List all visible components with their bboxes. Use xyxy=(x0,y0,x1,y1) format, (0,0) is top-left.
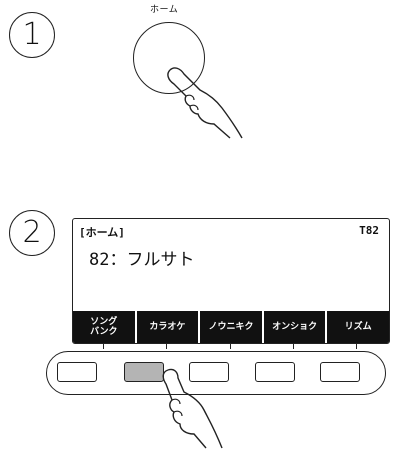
panel-button-1[interactable] xyxy=(57,362,97,382)
lcd-display: [ホーム] T82 82：フルサト ソング バンク カラオケ ノウニキク オンシ… xyxy=(72,218,390,344)
step-1-number: 1 xyxy=(9,12,55,58)
display-tone-number: T82 xyxy=(359,224,379,237)
pointing-hand-icon xyxy=(167,67,243,139)
tick-1 xyxy=(103,343,104,349)
tick-5 xyxy=(356,343,357,349)
display-title: [ホーム] xyxy=(79,226,125,239)
softkey-label-2: カラオケ xyxy=(136,311,199,343)
pointing-hand-icon xyxy=(162,368,223,449)
softkey-ticks xyxy=(72,343,388,351)
softkey-bar: ソング バンク カラオケ ノウニキク オンショク リズム xyxy=(73,311,389,343)
tick-2 xyxy=(166,343,167,349)
softkey-label-4: オンショク xyxy=(263,311,326,343)
home-button[interactable] xyxy=(133,22,205,94)
tick-3 xyxy=(230,343,231,349)
softkey-label-5: リズム xyxy=(327,311,389,343)
panel-button-4[interactable] xyxy=(255,362,295,382)
softkey-label-3: ノウニキク xyxy=(200,311,262,343)
home-button-label: ホーム xyxy=(150,5,179,15)
panel-button-2[interactable] xyxy=(124,362,164,382)
step-2-number: 2 xyxy=(9,210,55,256)
softkey-label-1: ソング バンク xyxy=(73,311,135,343)
tick-4 xyxy=(293,343,294,349)
display-main-text: 82：フルサト xyxy=(89,250,195,270)
panel-button-5[interactable] xyxy=(320,362,360,382)
button-panel xyxy=(46,351,386,395)
panel-button-3[interactable] xyxy=(189,362,229,382)
